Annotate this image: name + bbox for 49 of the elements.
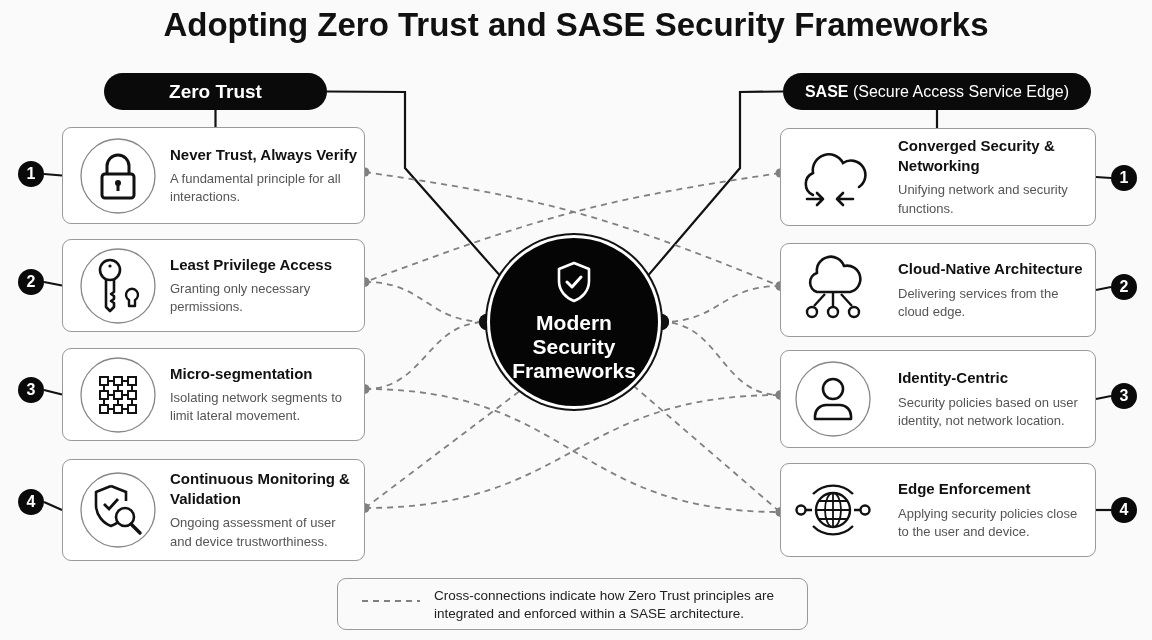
card-title: Cloud-Native Architecture [898,259,1084,279]
principle-card [62,459,365,561]
number-badge: 3 [18,377,44,403]
connector-line [43,280,63,287]
connector-line [1095,394,1112,401]
connector-line [935,110,939,128]
connector-line [327,90,502,277]
connector-line [1096,508,1111,512]
connector-line [646,90,783,277]
connector-line [43,388,63,396]
principle-card [62,348,365,441]
section-header-pill: SASE (Secure Access Service Edge) [783,73,1091,110]
number-badge: 2 [18,269,44,295]
card-description: Delivering services from the cloud edge. [898,284,1060,321]
hub-label: Modern Security Frameworks [511,310,637,384]
number-badge: 1 [18,161,44,187]
title: Adopting Zero Trust and SASE Security Frameworks [162,6,990,44]
card-description: Isolating network segments to limit lateral movement. [170,389,343,426]
principle-card [62,127,365,224]
card-title: Least Privilege Access [170,254,334,275]
card-title: Continuous Monitoring & Validation [170,469,351,509]
principle-card [780,243,1096,337]
principle-card [780,463,1096,557]
number-badge: 4 [18,489,44,515]
card-title: Micro-segmentation [170,363,314,384]
number-badge: 1 [1111,165,1137,191]
connector-line [43,172,63,177]
card-title: Identity-Centric [898,368,1009,388]
connector-line [1095,285,1112,292]
card-title: Converged Security & Networking [898,136,1056,176]
card-description: A fundamental principle for all interactions. [170,170,342,207]
principle-card [62,239,365,332]
card-description: Unifying network and security functions. [898,181,1069,218]
connector-line [43,501,63,511]
card-title: Never Trust, Always Verify [170,144,359,165]
principle-card [780,128,1096,226]
card-description: Ongoing assessment of user and device trustworthiness. [170,514,337,551]
connector-line [214,110,217,127]
connector-line [1095,175,1112,180]
card-description: Security policies based on user identity, not network location. [898,393,1079,430]
card-description: Applying security policies close to the user and device. [898,504,1079,541]
number-badge: 3 [1111,383,1137,409]
card-description: Granting only necessary permissions. [170,280,312,317]
principle-card [780,350,1096,448]
card-title: Edge Enforcement [898,479,1032,499]
legend-text: Cross-connections indicate how Zero Trust principles are integrated and enforced within a SASE architecture. [434,587,775,623]
number-badge: 4 [1111,497,1137,523]
section-header-pill: Zero Trust [104,73,327,110]
number-badge: 2 [1111,274,1137,300]
